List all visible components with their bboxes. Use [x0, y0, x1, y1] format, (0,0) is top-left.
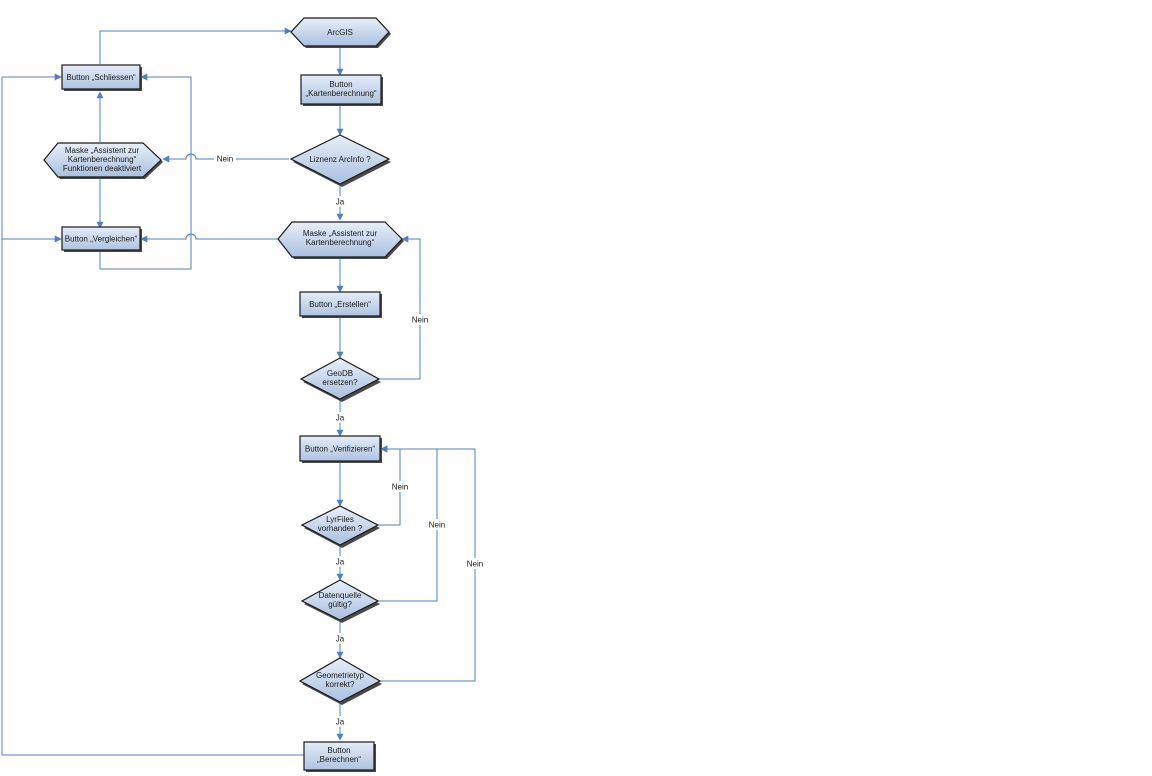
edge-labels: Nein Ja Nein Ja Nein Ja Nein Ja Nein Ja — [214, 153, 486, 727]
label-line: Funktionen deaktiviert — [63, 164, 142, 173]
node-button-vergleichen-label: Button „Vergleichen“ — [65, 235, 138, 244]
label-line: Kartenberechnung“ — [306, 238, 375, 247]
label-line: Kartenberechnung“ — [68, 155, 137, 164]
label-datenquelle-ja: Ja — [336, 635, 345, 644]
label-line: ersetzen? — [322, 378, 358, 387]
label-lizenz-nein: Nein — [217, 155, 233, 164]
node-button-schliessen-label: Button „Schliessen“ — [66, 73, 136, 82]
label-line: Button — [327, 746, 350, 755]
label-line: Button „Vergleichen“ — [65, 235, 138, 244]
label-line: Geometrietyp — [316, 671, 365, 680]
label-lizenz-ja: Ja — [336, 198, 345, 207]
node-arcgis: ArcGIS — [290, 17, 391, 48]
label-line: Maske „Assistent zur — [65, 146, 140, 155]
label-geodb-nein: Nein — [412, 316, 428, 325]
label-line: „Berechnen“ — [317, 755, 361, 764]
node-button-berechnen-label: Button„Berechnen“ — [317, 746, 361, 764]
edge-geodb-nein-loop — [379, 235, 421, 380]
label-line: Button „Erstellen“ — [309, 300, 371, 309]
node-button-erstellen-label: Button „Erstellen“ — [309, 300, 371, 309]
label-geometrietyp-nein: Nein — [467, 560, 483, 569]
edge-maske-to-vergleichen — [140, 233, 278, 243]
label-datenquelle-nein: Nein — [429, 521, 445, 530]
label-line: Button „Verifizieren“ — [305, 445, 376, 454]
label-line: vorhanden ? — [318, 524, 363, 533]
node-button-kartenberechnung: Button„Kartenberechnung“ — [300, 74, 383, 106]
node-arcgis-label: ArcGIS — [327, 28, 353, 37]
label-line: GeoDB — [327, 369, 353, 378]
label-line: ArcGIS — [327, 28, 353, 37]
label-line: Button „Schliessen“ — [66, 73, 136, 82]
label-line: gültig? — [328, 600, 352, 609]
node-button-verifizieren: Button „Verifizieren“ — [299, 435, 382, 463]
label-line: Liznenz ArcInfo ? — [309, 155, 371, 164]
label-geodb-ja: Ja — [336, 414, 345, 423]
node-decision-lizenz: Liznenz ArcInfo ? — [289, 134, 391, 187]
node-button-berechnen: Button„Berechnen“ — [303, 741, 376, 772]
label-line: korrekt? — [326, 680, 355, 689]
node-button-erstellen: Button „Erstellen“ — [299, 291, 382, 318]
label-line: „Kartenberechnung“ — [305, 89, 376, 98]
label-lyrfiles-nein: Nein — [392, 483, 408, 492]
edge-vergleichen-to-schliessen — [99, 73, 192, 270]
node-button-kartenberechnung-label: Button„Kartenberechnung“ — [305, 80, 376, 98]
label-lyrfiles-ja: Ja — [336, 558, 345, 567]
node-button-vergleichen: Button „Vergleichen“ — [61, 226, 142, 252]
edge-schliessen-to-arcgis — [99, 27, 292, 64]
label-line: Datenquelle — [319, 591, 362, 600]
connectors — [1, 27, 476, 756]
label-geometrietyp-ja: Ja — [336, 718, 345, 727]
label-line: Maske „Assistent zur — [303, 229, 378, 238]
node-button-schliessen: Button „Schliessen“ — [61, 64, 142, 91]
label-line: Button — [329, 80, 352, 89]
node-button-verifizieren-label: Button „Verifizieren“ — [305, 445, 376, 454]
edge-berechnen-to-schliessen — [1, 73, 304, 756]
label-line: LyrFiles — [326, 515, 354, 524]
node-decision-lizenz-label: Liznenz ArcInfo ? — [309, 155, 371, 164]
